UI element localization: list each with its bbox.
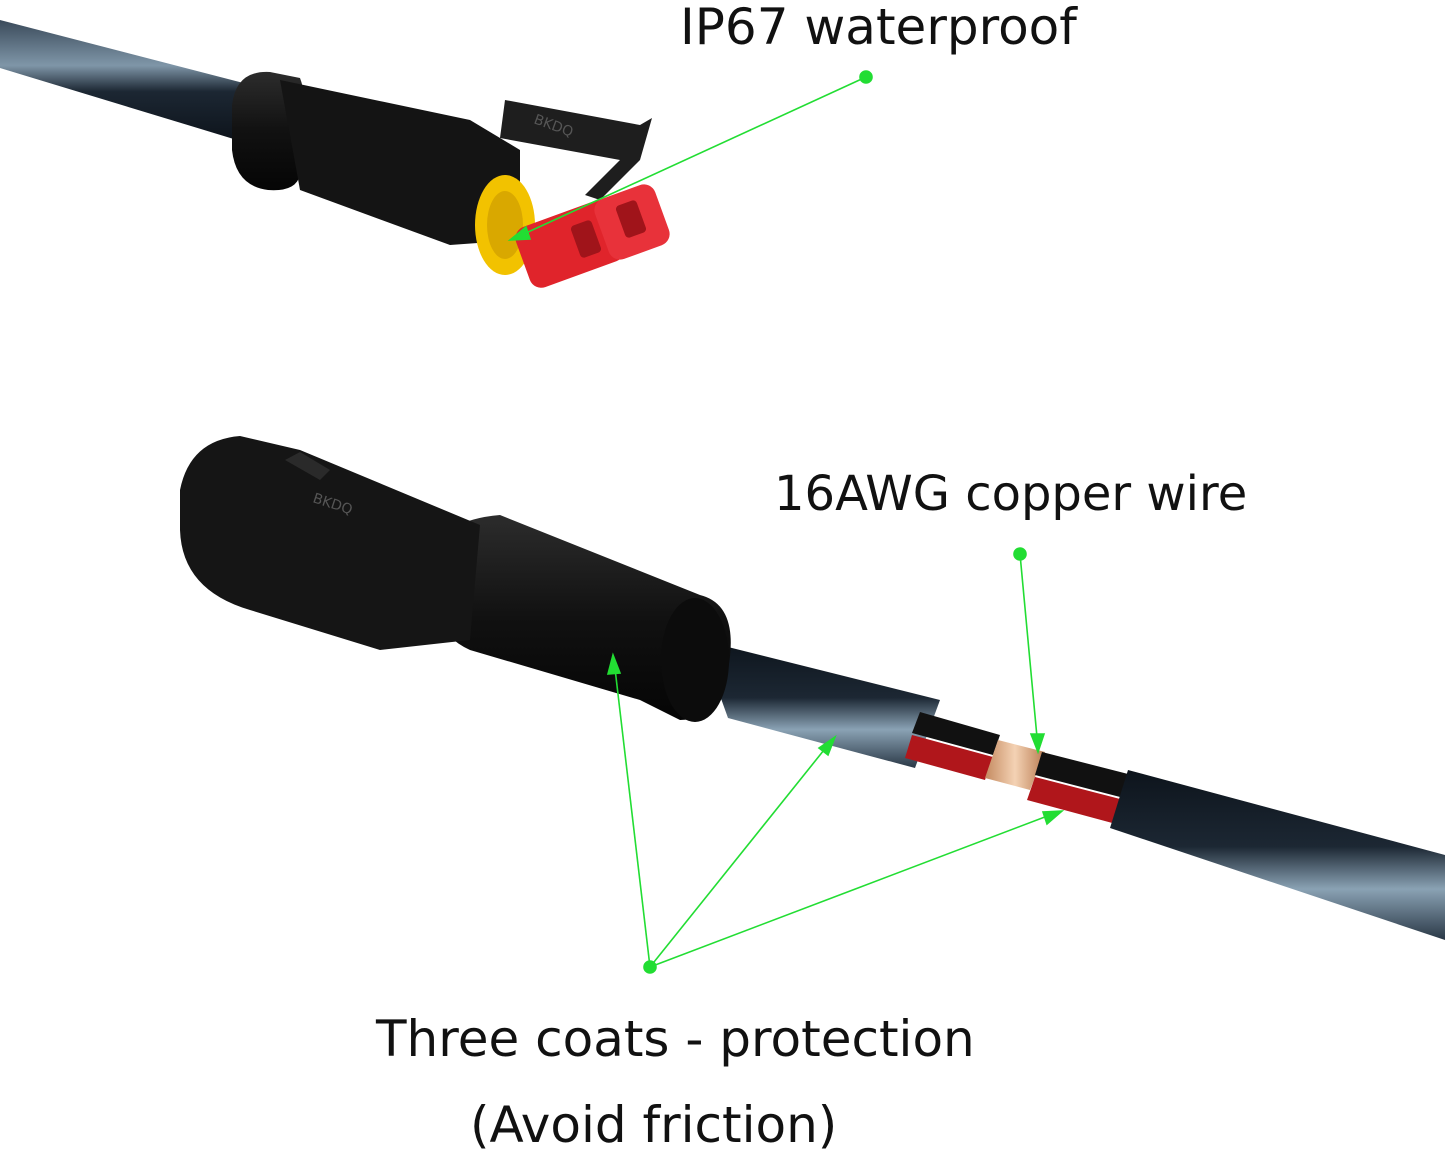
- bottom-connector-boot-rim: [661, 598, 729, 722]
- top-cable: [0, 20, 290, 150]
- bottom-cable-jacket-left: [700, 640, 940, 768]
- waterproof-label: IP67 waterproof: [680, 0, 1077, 56]
- callout-line-coats-2: [649, 739, 833, 968]
- callout-arrowhead-copper: [1029, 733, 1046, 755]
- callout-arrowhead-coats-2: [817, 734, 837, 757]
- callout-line-coats-1: [613, 659, 651, 968]
- seal-ring: [487, 191, 523, 259]
- callout-dot-copper: [1013, 547, 1027, 561]
- callout-arrowhead-coats-3: [1041, 810, 1065, 826]
- bottom-connector-boot: [425, 515, 731, 720]
- callout-arrowhead-waterproof: [507, 225, 532, 241]
- inner-insulation-black-right: [1035, 752, 1132, 798]
- inner-insulation-black-left: [912, 712, 1000, 755]
- male-connector-assembly: BKDQ: [180, 436, 1445, 940]
- bottom-connector-latch: [285, 452, 330, 480]
- callout-line-coats-3: [649, 811, 1059, 968]
- callout-arrowhead-coats-1: [606, 652, 622, 675]
- terminal-slot: [570, 220, 602, 258]
- three-coats-label: Three coats - protection: [376, 1010, 975, 1068]
- top-connector-latch: [500, 100, 652, 200]
- callout-line-copper: [1019, 553, 1039, 749]
- top-connector-body: [280, 80, 520, 245]
- female-connector-assembly: BKDQ: [0, 20, 670, 288]
- inner-insulation-red-right: [1027, 777, 1124, 824]
- bottom-connector-body: [180, 436, 480, 650]
- copper-wire-label: 16AWG copper wire: [774, 466, 1248, 522]
- bottom-cable-jacket-right: [1110, 770, 1445, 940]
- inner-insulation-red-left: [905, 735, 993, 780]
- callout-line-waterproof: [514, 76, 867, 239]
- top-connector-terminal-left: [515, 200, 625, 288]
- callout-lines: [507, 70, 1065, 974]
- terminal-slot: [615, 200, 647, 238]
- avoid-friction-label: (Avoid friction): [470, 1096, 838, 1154]
- exposed-copper-wire: [985, 740, 1045, 790]
- callout-dot-waterproof: [859, 70, 873, 84]
